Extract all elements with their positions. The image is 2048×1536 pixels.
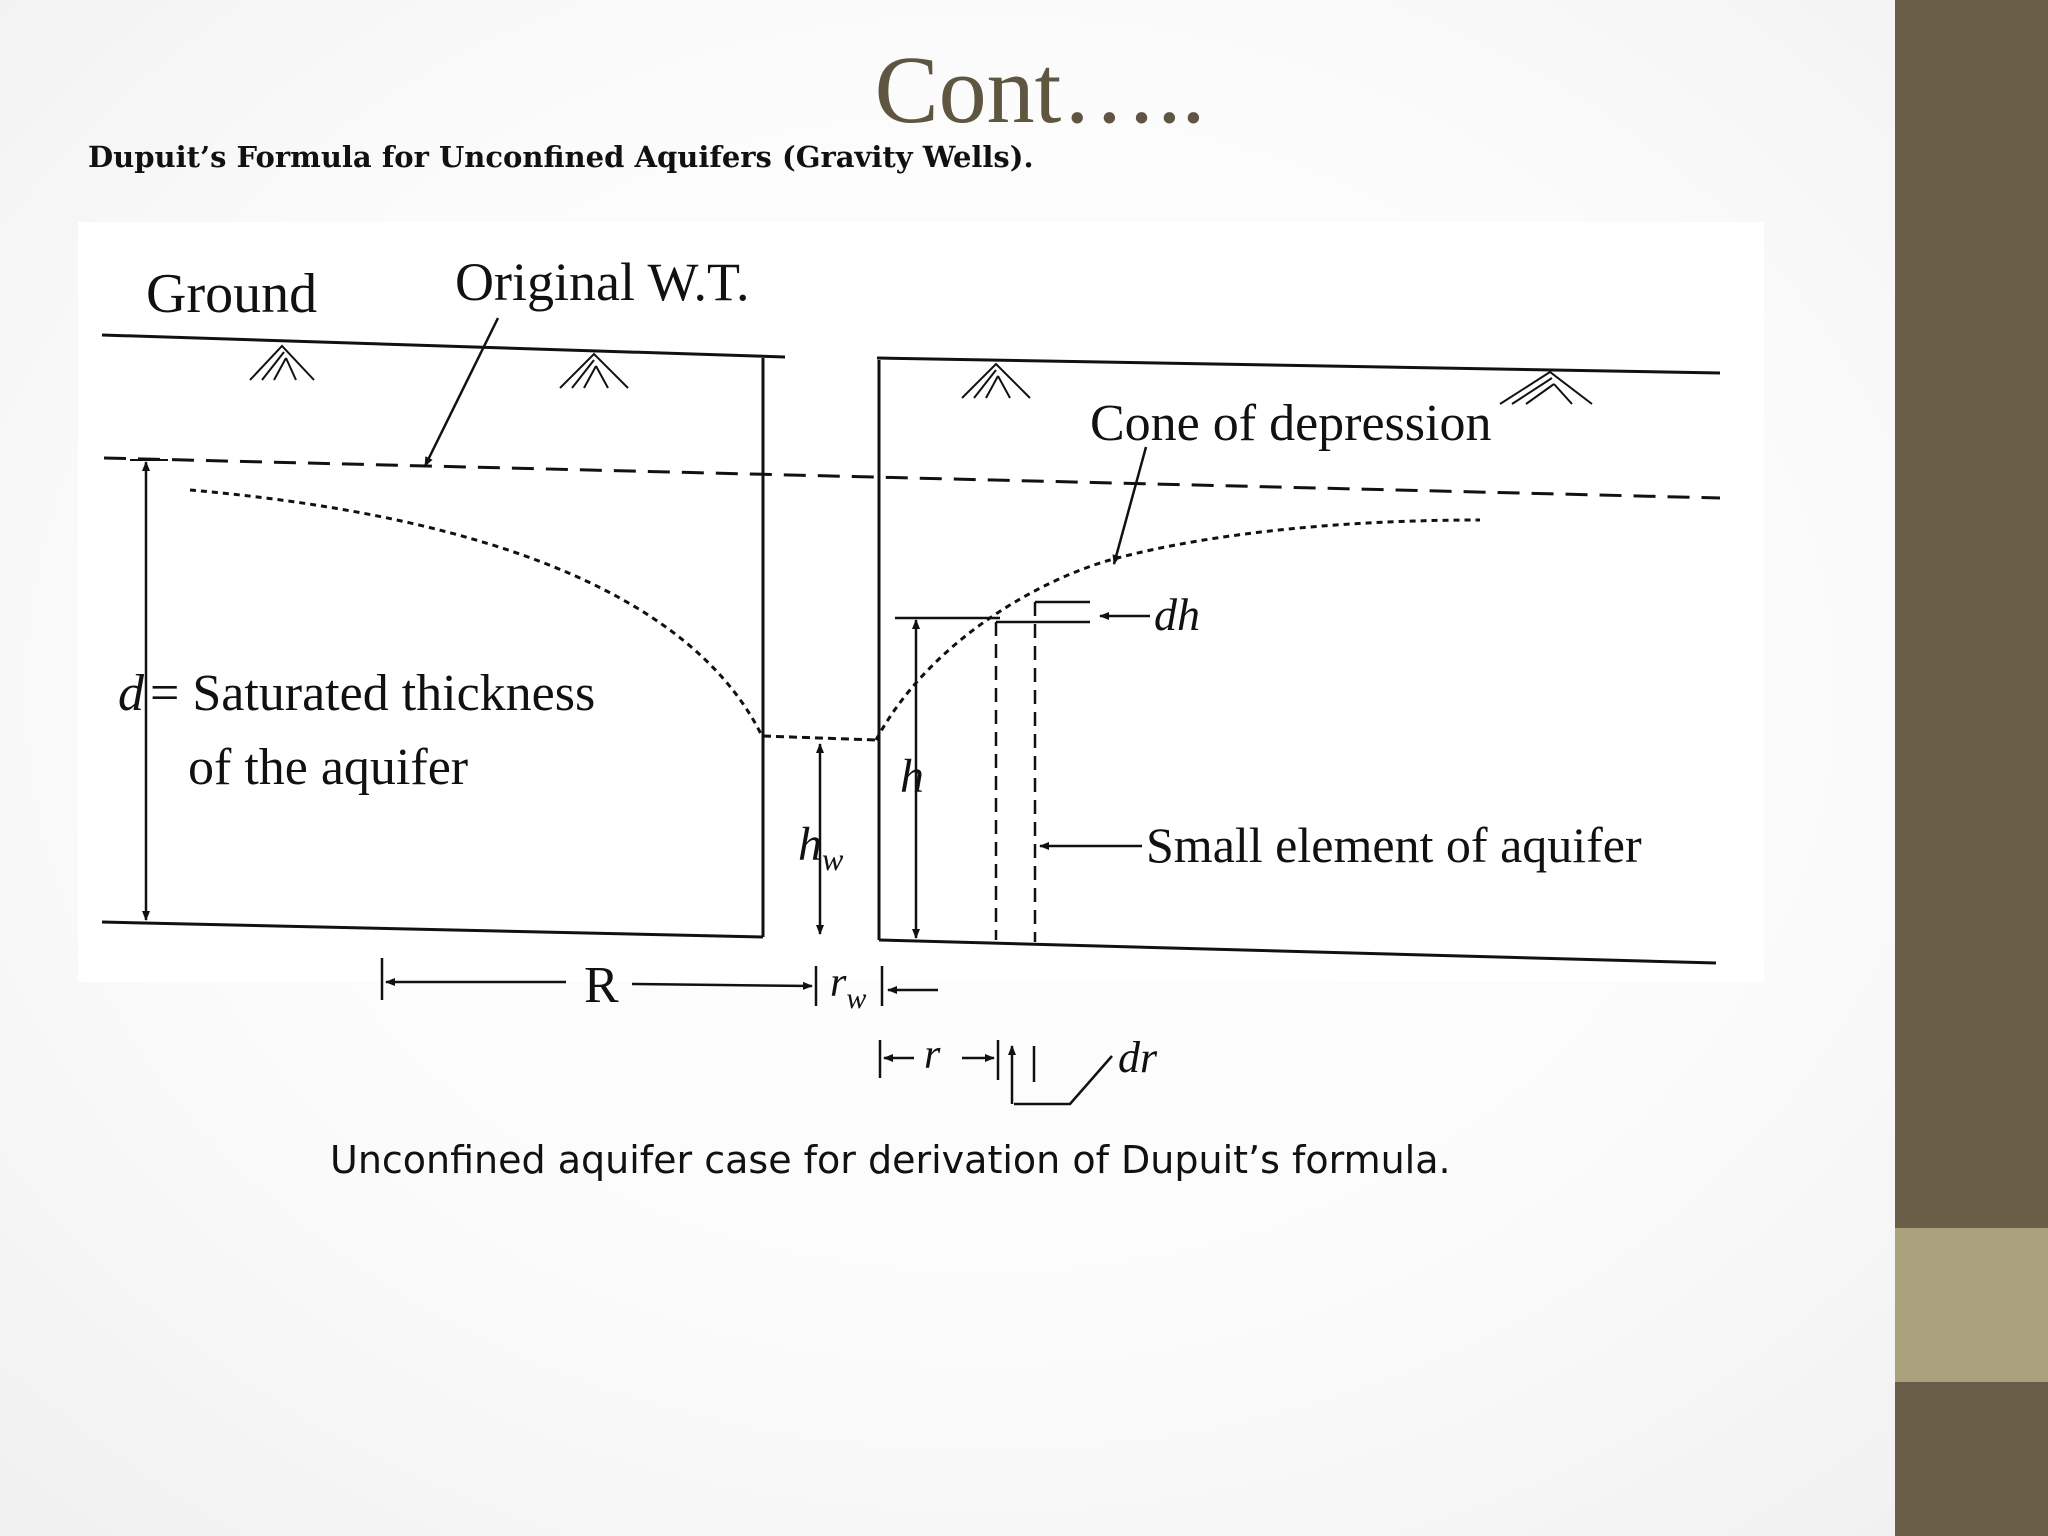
well-water-level	[762, 734, 877, 742]
label-h: h	[900, 750, 924, 803]
label-original-wt: Original W.T.	[455, 252, 749, 312]
slide-title: Cont…..	[874, 36, 1206, 143]
label-saturated-thickness: = Saturated thickness	[150, 665, 595, 722]
impervious-base-right	[878, 938, 1717, 965]
ground-line-right	[876, 356, 1721, 375]
label-r: r	[924, 1032, 941, 1078]
original-water-table	[103, 456, 1721, 500]
label-hw: hw	[798, 818, 844, 877]
ground-hatch-1	[249, 344, 315, 381]
label-dr: dr	[1118, 1033, 1158, 1082]
r-dimension-arrow-right	[631, 981, 813, 990]
ground-hatch-2	[559, 352, 629, 389]
impervious-base-left	[101, 920, 764, 939]
label-cone-of-depression: Cone of depression	[1090, 395, 1491, 452]
ground-line-left	[101, 333, 786, 359]
original-wt-leader	[423, 317, 500, 467]
figure-subheading: Dupuit’s Formula for Unconfined Aquifers…	[88, 140, 1034, 174]
ground-hatch-3	[961, 362, 1031, 399]
label-d-symbol: d	[118, 665, 145, 722]
label-hw-h: h	[798, 818, 822, 871]
cone-of-depression-left	[189, 488, 764, 737]
label-small-element: Small element of aquifer	[1146, 817, 1642, 873]
sidebar-accent-band	[1895, 1228, 2048, 1382]
figure-background	[78, 222, 1764, 982]
label-hw-subscript: w	[822, 841, 844, 877]
label-rw-r: r	[830, 960, 847, 1006]
label-of-the-aquifer: of the aquifer	[188, 739, 468, 796]
dr-leader	[1014, 1055, 1113, 1106]
ground-hatch-4	[1499, 370, 1593, 405]
label-rw-subscript: w	[846, 982, 866, 1015]
label-dh: dh	[1154, 589, 1200, 640]
label-ground: Ground	[146, 263, 317, 325]
figure-caption: Unconfined aquifer case for derivation o…	[330, 1138, 1451, 1182]
label-R: R	[584, 957, 619, 1014]
cone-of-depression-right	[874, 518, 1481, 741]
cone-leader	[1112, 446, 1148, 565]
label-rw: rw	[830, 960, 866, 1015]
